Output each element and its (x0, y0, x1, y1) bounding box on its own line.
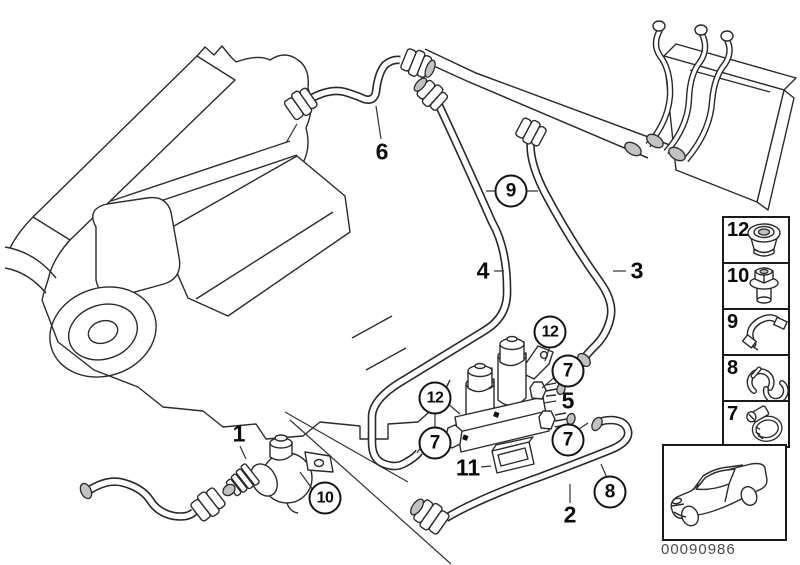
legend-item-8[interactable]: 8 (724, 356, 788, 402)
holder-clip-icon (742, 314, 788, 351)
callout-12-grommet-upper[interactable]: 12 (533, 315, 567, 349)
callout-7-clamp-upper[interactable]: 7 (551, 354, 585, 388)
legend-item-12[interactable]: 12 (724, 218, 788, 264)
engine-block-art (4, 45, 451, 440)
legend-item-9[interactable]: 9 (724, 310, 788, 356)
callout-7-clamp-left[interactable]: 7 (418, 426, 452, 460)
hose-4-art (367, 77, 512, 471)
worm-drive-clamp-icon (746, 405, 783, 442)
water-valve-art (425, 335, 576, 474)
callout-3-hose[interactable]: 3 (630, 257, 644, 284)
legend-label: 8 (727, 357, 739, 379)
hose-2-art (410, 415, 633, 535)
callout-12-grommet-left[interactable]: 12 (418, 381, 452, 415)
grommet-icon (747, 223, 781, 257)
legend-label: 7 (727, 403, 739, 425)
callout-5-valve[interactable]: 5 (561, 387, 575, 414)
callout-9-holder[interactable]: 9 (494, 174, 528, 208)
callout-11-plug[interactable]: 11 (455, 454, 481, 481)
fastener-legend: 12 10 9 (722, 216, 790, 448)
legend-item-7[interactable]: 7 (724, 402, 788, 446)
car-outline-icon (670, 462, 768, 527)
callout-4-hose[interactable]: 4 (476, 257, 490, 284)
aux-water-pump-art (79, 434, 334, 522)
callout-7-clamp-lower[interactable]: 7 (551, 423, 585, 457)
callout-2-hose[interactable]: 2 (563, 501, 577, 528)
car-thumbnail (662, 444, 787, 541)
callout-8-clamp[interactable]: 8 (593, 475, 627, 509)
spring-clamp-icon (746, 366, 788, 400)
callout-1-aux-pump[interactable]: 1 (232, 420, 246, 447)
legend-label: 9 (727, 311, 739, 333)
legend-item-10[interactable]: 10 (724, 264, 788, 310)
hex-nut-icon (749, 267, 779, 304)
hose-6-art (283, 48, 436, 121)
document-number: 00090986 (661, 541, 736, 558)
hose-3-art (515, 117, 616, 368)
legend-label: 10 (727, 265, 750, 287)
leader-lines-long (284, 123, 452, 565)
heater-core-art (624, 20, 797, 211)
legend-label: 12 (727, 219, 750, 241)
callout-6-hose[interactable]: 6 (375, 138, 389, 165)
callout-10-nut[interactable]: 10 (308, 481, 342, 515)
